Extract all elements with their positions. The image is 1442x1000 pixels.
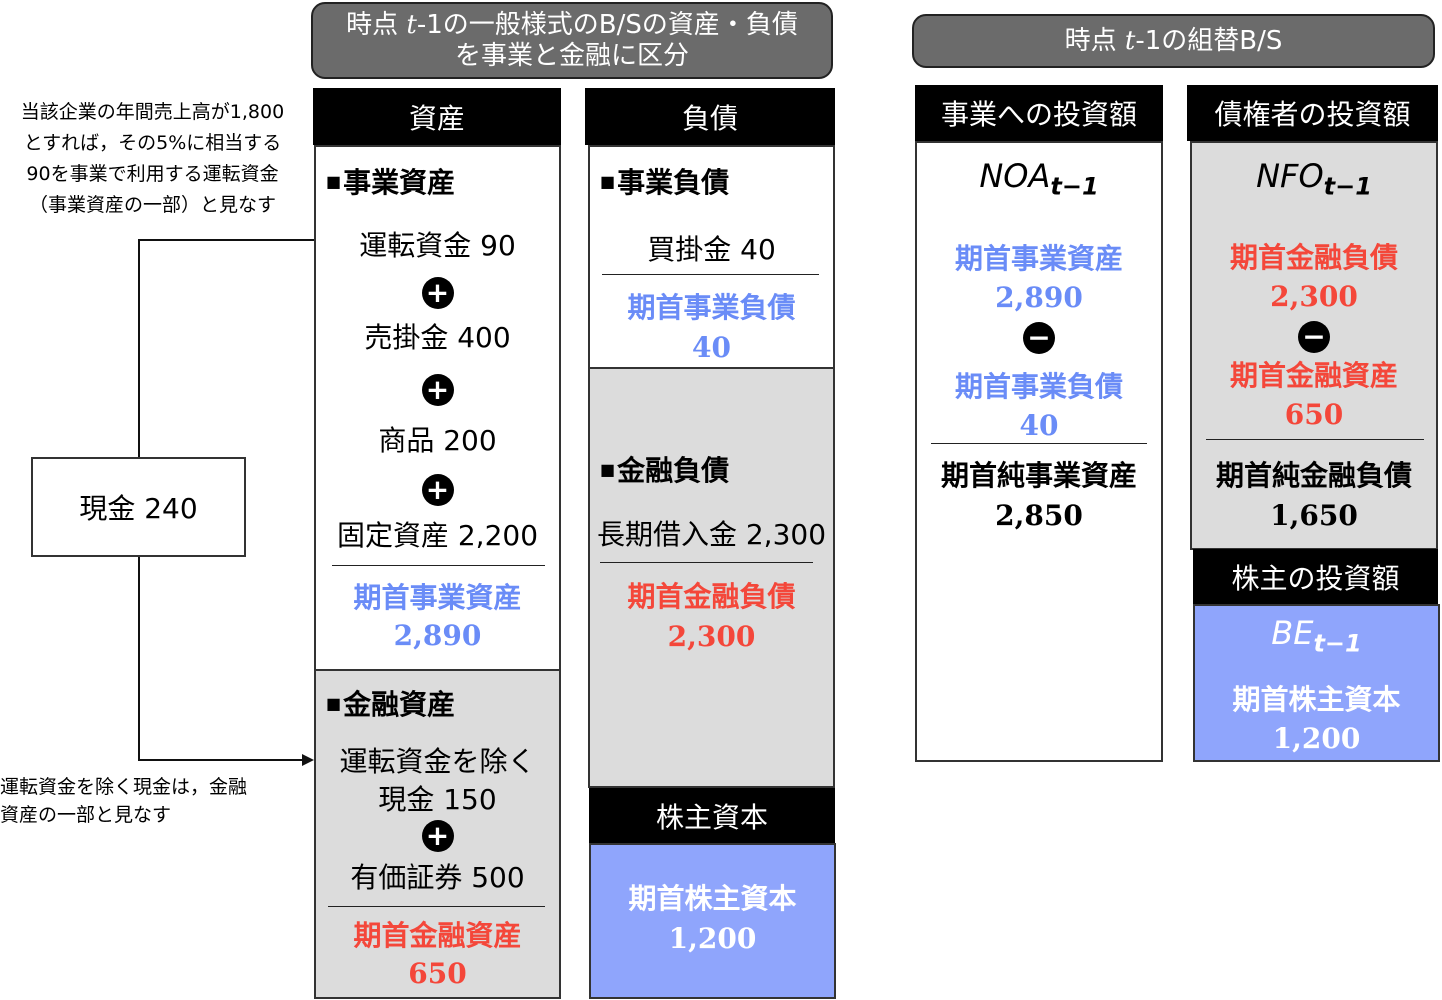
- be-header: 株主の投資額: [1193, 549, 1438, 604]
- connector-to-excess-cash: [138, 759, 304, 761]
- be-result-value: 1,200: [1272, 722, 1361, 755]
- total-rule: [1206, 439, 1424, 440]
- assets-header: 資産: [313, 88, 561, 145]
- nfo-term2-label: 期首金融資産: [1229, 359, 1398, 392]
- receivables-item: 売掛金 400: [364, 321, 511, 354]
- operating-assets-title: ■事業資産: [326, 166, 456, 199]
- minus-icon: −: [1298, 321, 1330, 353]
- excess-cash-item-line2: 現金 150: [378, 783, 497, 816]
- long-term-loan-item: 長期借入金 2,300: [596, 518, 827, 551]
- opening-operating-liabilities-label: 期首事業負債: [627, 291, 796, 324]
- left-section-banner: 時点 t-1の一般様式のB/Sの資産・負債 を事業と金融に区分: [311, 2, 833, 79]
- plus-icon: +: [421, 374, 454, 406]
- opening-financial-assets-label: 期首金融資産: [353, 919, 522, 952]
- opening-financial-liabilities-value: 2,300: [667, 620, 756, 653]
- plus-icon: +: [421, 277, 454, 309]
- nfo-result-value: 1,650: [1270, 499, 1358, 532]
- opening-financial-assets-value: 650: [408, 957, 467, 990]
- minus-icon: −: [1023, 322, 1055, 354]
- be-section: BEt−1 期首株主資本 1,200: [1193, 604, 1440, 762]
- left-banner-line2: を事業と金融に区分: [454, 40, 689, 71]
- opening-operating-liabilities-value: 40: [692, 331, 731, 364]
- excess-cash-item-line1: 運転資金を除く: [339, 745, 536, 778]
- nfo-term1-label: 期首金融負債: [1229, 241, 1398, 274]
- plus-icon: +: [421, 820, 454, 852]
- opening-equity-value: 1,200: [668, 922, 757, 955]
- be-symbol: BEt−1: [1271, 614, 1362, 658]
- financial-assets-title: ■金融資産: [326, 688, 456, 721]
- noa-result-value: 2,850: [995, 499, 1083, 532]
- noa-section: NOAt−1 期首事業資産 2,890 − 期首事業負債 40 期首純事業資産 …: [915, 141, 1163, 762]
- operating-liabilities-title: ■事業負債: [600, 166, 730, 199]
- nfo-header: 債権者の投資額: [1187, 85, 1438, 141]
- nfo-result-label: 期首純金融負債: [1215, 459, 1412, 492]
- equity-section: 期首株主資本 1,200: [589, 843, 836, 999]
- nfo-section: NFOt−1 期首金融負債 2,300 − 期首金融資産 650 期首純金融負債…: [1190, 141, 1438, 550]
- opening-equity-label: 期首株主資本: [628, 882, 797, 915]
- total-rule: [931, 443, 1147, 444]
- excess-cash-note: 運転資金を除く現金は，金融 資産の一部と見なす: [0, 776, 248, 826]
- opening-operating-assets-label: 期首事業資産: [353, 581, 522, 614]
- noa-term2-label: 期首事業負債: [954, 370, 1123, 403]
- bullet-square-icon: ■: [326, 172, 342, 191]
- left-banner-line1: 時点 t-1の一般様式のB/Sの資産・負債: [346, 9, 798, 40]
- equity-header: 株主資本: [589, 788, 835, 843]
- noa-symbol: NOAt−1: [979, 157, 1099, 201]
- financial-assets-section: ■金融資産 運転資金を除く 現金 150 + 有価証券 500 期首金融資産 6…: [314, 669, 561, 999]
- bullet-square-icon: ■: [600, 172, 616, 191]
- bullet-square-icon: ■: [600, 460, 616, 479]
- noa-term1-label: 期首事業資産: [954, 242, 1123, 275]
- financial-liabilities-title: ■金融負債: [600, 454, 730, 487]
- total-rule: [602, 274, 819, 275]
- noa-result-label: 期首純事業資産: [940, 459, 1137, 492]
- total-rule: [328, 906, 545, 907]
- cash-box: 現金 240: [31, 457, 246, 557]
- bullet-square-icon: ■: [326, 694, 342, 713]
- noa-term2-value: 40: [1019, 409, 1059, 442]
- operating-liabilities-section: ■事業負債 買掛金 40 期首事業負債 40: [588, 145, 835, 369]
- arrowhead-icon: [302, 754, 314, 766]
- plus-icon: +: [421, 474, 454, 506]
- liabilities-header: 負債: [585, 88, 835, 145]
- connector-down: [138, 557, 140, 760]
- opening-operating-assets-value: 2,890: [393, 619, 482, 652]
- financial-liabilities-section: ■金融負債 長期借入金 2,300 期首金融負債 2,300: [588, 367, 835, 788]
- operating-assets-section: ■事業資産 運転資金 90 + 売掛金 400 + 商品 200 + 固定資産 …: [314, 145, 561, 671]
- be-result-label: 期首株主資本: [1232, 683, 1401, 716]
- opening-financial-liabilities-label: 期首金融負債: [627, 580, 796, 613]
- right-section-banner: 時点 t-1の組替B/S: [912, 14, 1435, 68]
- connector-to-working-capital: [138, 239, 334, 241]
- noa-header: 事業への投資額: [915, 85, 1163, 141]
- working-capital-note: 当該企業の年間売上高が1,800 とすれば，その5%に相当する 90を事業で利用…: [20, 101, 285, 216]
- securities-item: 有価証券 500: [350, 861, 525, 894]
- total-rule: [600, 562, 813, 563]
- nfo-symbol: NFOt−1: [1256, 157, 1372, 201]
- noa-term1-value: 2,890: [995, 281, 1083, 314]
- nfo-term2-value: 650: [1284, 398, 1344, 431]
- payables-item: 買掛金 40: [647, 233, 776, 266]
- total-rule: [332, 565, 545, 566]
- fixed-assets-item: 固定資産 2,200: [336, 519, 539, 552]
- nfo-term1-value: 2,300: [1270, 280, 1358, 313]
- connector-up: [138, 240, 140, 457]
- working-capital-item: 運転資金 90: [359, 229, 516, 262]
- inventory-item: 商品 200: [378, 424, 497, 457]
